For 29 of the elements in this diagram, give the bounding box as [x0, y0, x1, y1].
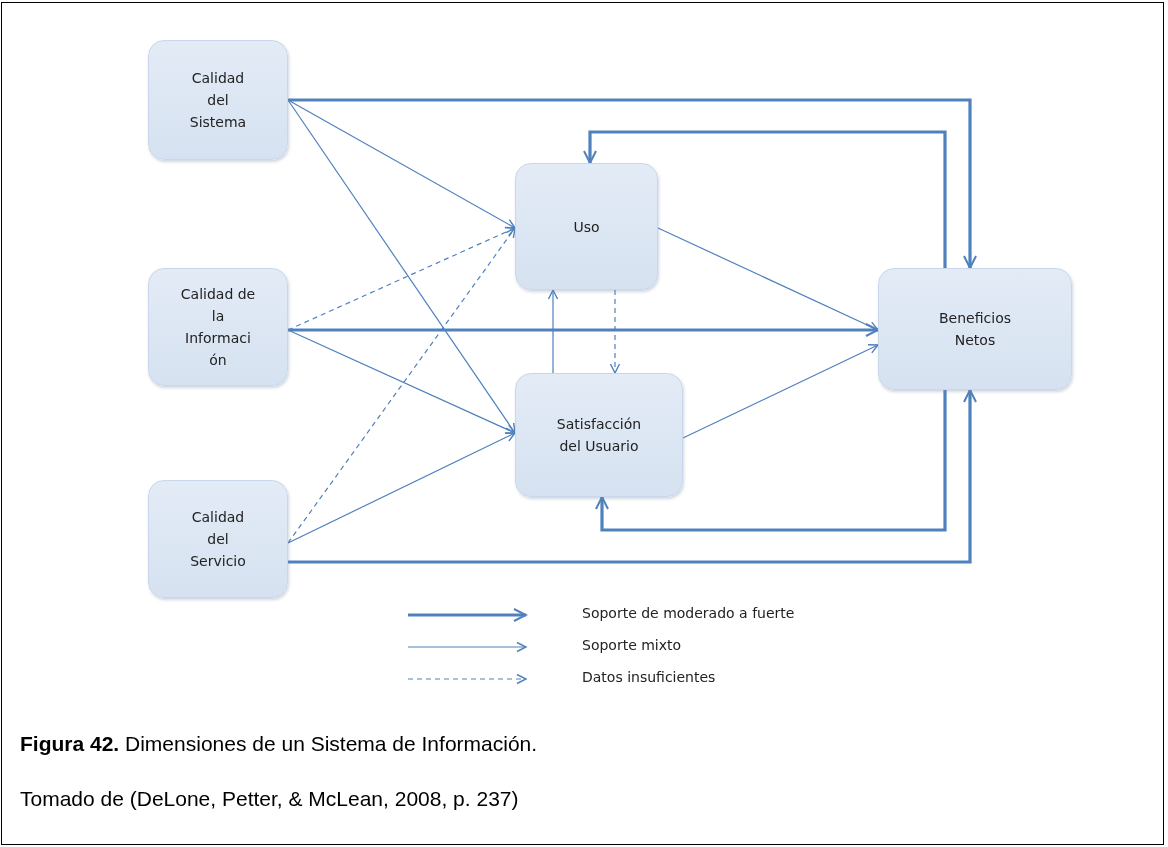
- box-label: Calidad de la Informaci ón: [179, 285, 257, 370]
- source-note: Tomado de (DeLone, Petter, & McLean, 2008, p. 237): [20, 787, 519, 811]
- box-label: Satisfacción del Usuario: [555, 415, 643, 456]
- figure-caption: Figura 42. Dimensiones de un Sistema de Información.: [20, 732, 538, 756]
- arrow: [682, 344, 879, 439]
- process-box: [148, 268, 288, 386]
- legend-label: Datos insuficientes: [582, 669, 716, 685]
- arrow: [547, 289, 559, 374]
- arrow: [288, 389, 977, 564]
- box-label: Calidad del Sistema: [188, 69, 248, 132]
- arrow: [287, 227, 516, 544]
- process-box: [148, 40, 288, 160]
- arrow: [609, 289, 621, 374]
- process-box: [515, 373, 683, 497]
- arrow: [287, 432, 516, 544]
- legend-label: Soporte de moderado a fuerte: [582, 605, 795, 621]
- box-label: Calidad del Servicio: [189, 508, 247, 571]
- arrow: [583, 130, 947, 268]
- arrow: [288, 323, 879, 337]
- box-label: Uso: [572, 217, 601, 237]
- arrow: [657, 227, 879, 331]
- box-label: Beneficios Netos: [938, 309, 1012, 350]
- arrow: [595, 390, 947, 532]
- legend-label: Soporte mixto: [582, 637, 682, 653]
- process-box: [878, 268, 1072, 390]
- process-box: [515, 163, 658, 290]
- process-box: [148, 480, 288, 598]
- arrow: [287, 99, 516, 434]
- arrow: [288, 98, 977, 269]
